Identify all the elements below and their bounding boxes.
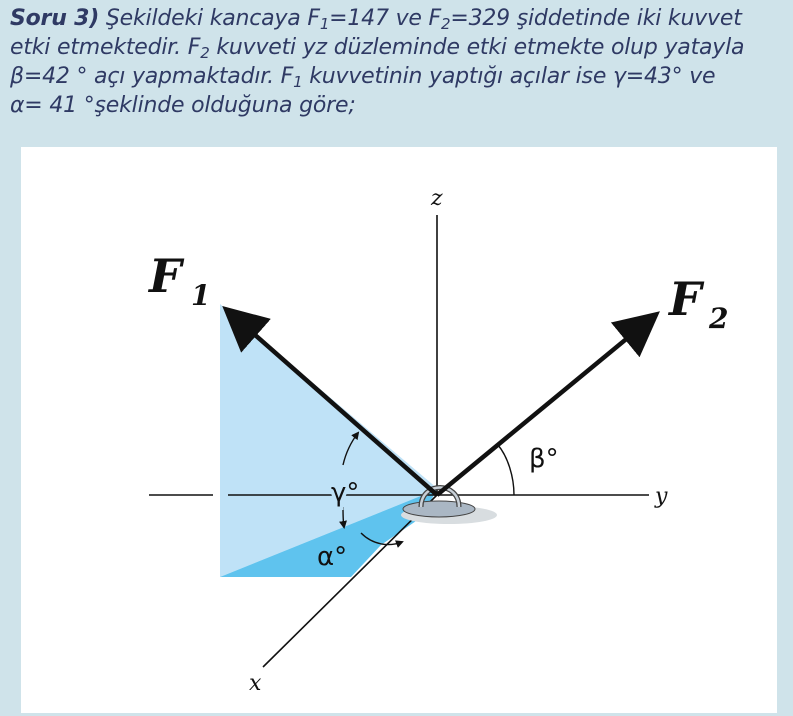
- line2-f2-letter: F: [187, 35, 201, 60]
- line3-f1-subscript: 1: [293, 73, 303, 91]
- question-number: Soru 3): [10, 6, 100, 31]
- line3-f1-letter: F: [280, 64, 294, 89]
- beta-value: β=42 °: [10, 64, 88, 89]
- f1-subscript: 1: [319, 15, 330, 33]
- question-line3-end: ve: [682, 64, 716, 89]
- question-line2-text: etki etmektedir.: [10, 35, 188, 60]
- question-line-4: α= 41 °şeklinde olduğuna göre;: [10, 91, 790, 120]
- f1-arrow: [222, 306, 439, 497]
- question-text: Soru 3) Şekildeki kancaya F1=147 ve F2=3…: [10, 4, 790, 120]
- f1-label-sub: 1: [191, 279, 210, 312]
- question-line4-end: şeklinde olduğuna göre;: [94, 93, 356, 118]
- f2-value: =329: [450, 6, 510, 31]
- question-line2-end: kuvveti yz düzleminde etki etmekte olup …: [209, 35, 745, 60]
- gamma-value: γ=43°: [612, 64, 683, 89]
- x-axis-label: x: [249, 671, 262, 696]
- alpha-label: α°: [317, 542, 347, 572]
- x-axis-line: [262, 494, 438, 668]
- f2-letter: F: [428, 6, 442, 31]
- force-diagram-svg: F 1 F 2 z y x β° γ° α°: [147, 186, 728, 696]
- beta-label: β°: [529, 444, 559, 474]
- f2-symbol: F2: [428, 6, 451, 33]
- f2-label: F: [667, 272, 705, 326]
- line3-f1-symbol: F1: [280, 64, 303, 91]
- f2-arrow: [435, 311, 660, 497]
- f1-letter: F: [307, 6, 320, 31]
- line2-f2-subscript: 2: [200, 44, 210, 62]
- f1-projection-plane: [220, 489, 438, 577]
- gamma-label-bg: γ°: [331, 478, 359, 508]
- f2-subscript: 2: [441, 15, 451, 33]
- line2-f2-symbol: F2: [187, 35, 210, 62]
- gamma-arc-lower: [339, 506, 347, 529]
- y-axis-label: y: [654, 484, 668, 509]
- f1-label: F: [147, 249, 185, 303]
- question-line-2: etki etmektedir. F2 kuvveti yz düzlemind…: [10, 33, 790, 62]
- f1-value: =147: [329, 6, 389, 31]
- f1-symbol: F1: [307, 6, 330, 33]
- question-line3-text: açı yapmaktadır.: [87, 64, 281, 89]
- question-line-1: Soru 3) Şekildeki kancaya F1=147 ve F2=3…: [10, 4, 790, 33]
- question-line1-text: Şekildeki kancaya: [99, 6, 308, 31]
- beta-arc: [497, 444, 515, 496]
- question-line3-mid: kuvvetinin yaptığı açılar ise: [302, 64, 613, 89]
- gamma-arc-upper: [342, 431, 360, 466]
- hook-base-plate: [402, 500, 476, 518]
- f1-plane: [220, 304, 438, 577]
- z-axis-label: z: [430, 186, 443, 211]
- alpha-arc: [360, 532, 404, 548]
- question-line1-end: şiddetinde iki kuvvet: [509, 6, 742, 31]
- force-diagram: F 1 F 2 z y x β° γ° α°: [21, 147, 777, 713]
- alpha-value: α= 41 °: [10, 93, 95, 118]
- hook-eye-inner: [419, 486, 461, 508]
- f2-label-sub: 2: [708, 302, 728, 335]
- question-line-3: β=42 ° açı yapmaktadır. F1 kuvvetinin ya…: [10, 62, 790, 91]
- question-line1-mid: ve: [388, 6, 429, 31]
